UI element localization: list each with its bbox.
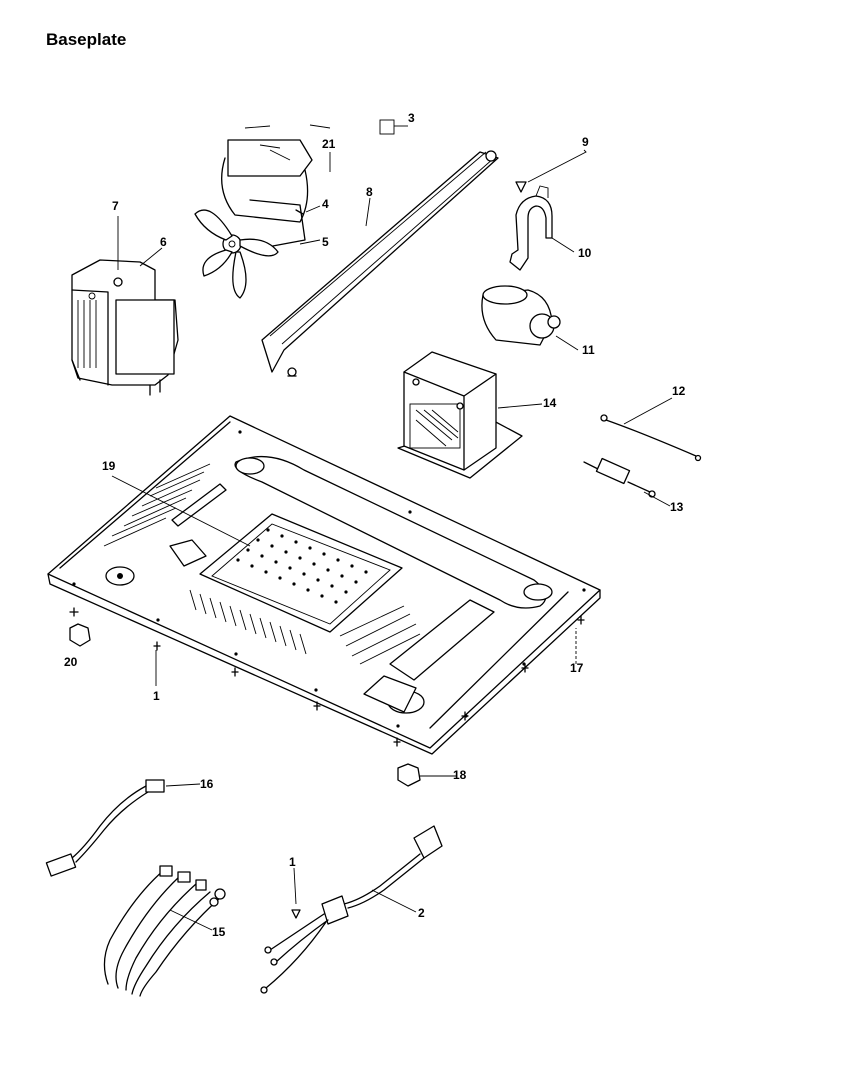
callout-17: 17 bbox=[570, 661, 584, 675]
callout-5: 5 bbox=[322, 235, 329, 249]
page-title: Baseplate bbox=[46, 30, 127, 49]
callout-4: 4 bbox=[322, 197, 329, 211]
callout-11: 11 bbox=[582, 343, 595, 357]
screw-9 bbox=[515, 181, 527, 193]
callout-12: 12 bbox=[672, 384, 686, 398]
callout-6: 6 bbox=[160, 235, 167, 249]
callout-15: 15 bbox=[212, 925, 226, 939]
callout-18: 18 bbox=[453, 768, 467, 782]
callout-7: 7 bbox=[112, 199, 119, 213]
callout-21: 21 bbox=[322, 137, 336, 151]
callout-10: 10 bbox=[578, 246, 592, 260]
baseplate-screws bbox=[153, 615, 585, 747]
foot-20 bbox=[69, 607, 91, 647]
bracket bbox=[509, 185, 553, 271]
fan-motor-assembly bbox=[194, 124, 331, 299]
callout-8: 8 bbox=[366, 185, 373, 199]
leader-lines bbox=[111, 125, 673, 931]
callout-2: 2 bbox=[418, 906, 425, 920]
callout-3: 3 bbox=[408, 111, 415, 125]
magnetron bbox=[71, 259, 179, 396]
callout-1-bottom: 1 bbox=[289, 855, 296, 869]
fuse-holder bbox=[583, 457, 656, 498]
power-cord bbox=[260, 825, 443, 994]
screw-4 bbox=[295, 209, 304, 215]
jumper-wire bbox=[600, 414, 702, 462]
waveguide-cover bbox=[261, 150, 499, 377]
baseplate bbox=[47, 415, 601, 755]
callout-20: 20 bbox=[64, 655, 78, 669]
wire-harness-15 bbox=[103, 865, 226, 997]
foot-18 bbox=[397, 763, 421, 787]
transformer bbox=[397, 351, 523, 479]
screw-1-lower bbox=[291, 909, 301, 919]
callout-9: 9 bbox=[582, 135, 589, 149]
callout-19: 19 bbox=[102, 459, 116, 473]
callout-13: 13 bbox=[670, 500, 684, 514]
callout-14: 14 bbox=[543, 396, 557, 410]
wire-harness-16 bbox=[45, 779, 165, 877]
callout-16: 16 bbox=[200, 777, 214, 791]
callout-1-top: 1 bbox=[153, 689, 160, 703]
capacitor bbox=[481, 285, 561, 346]
